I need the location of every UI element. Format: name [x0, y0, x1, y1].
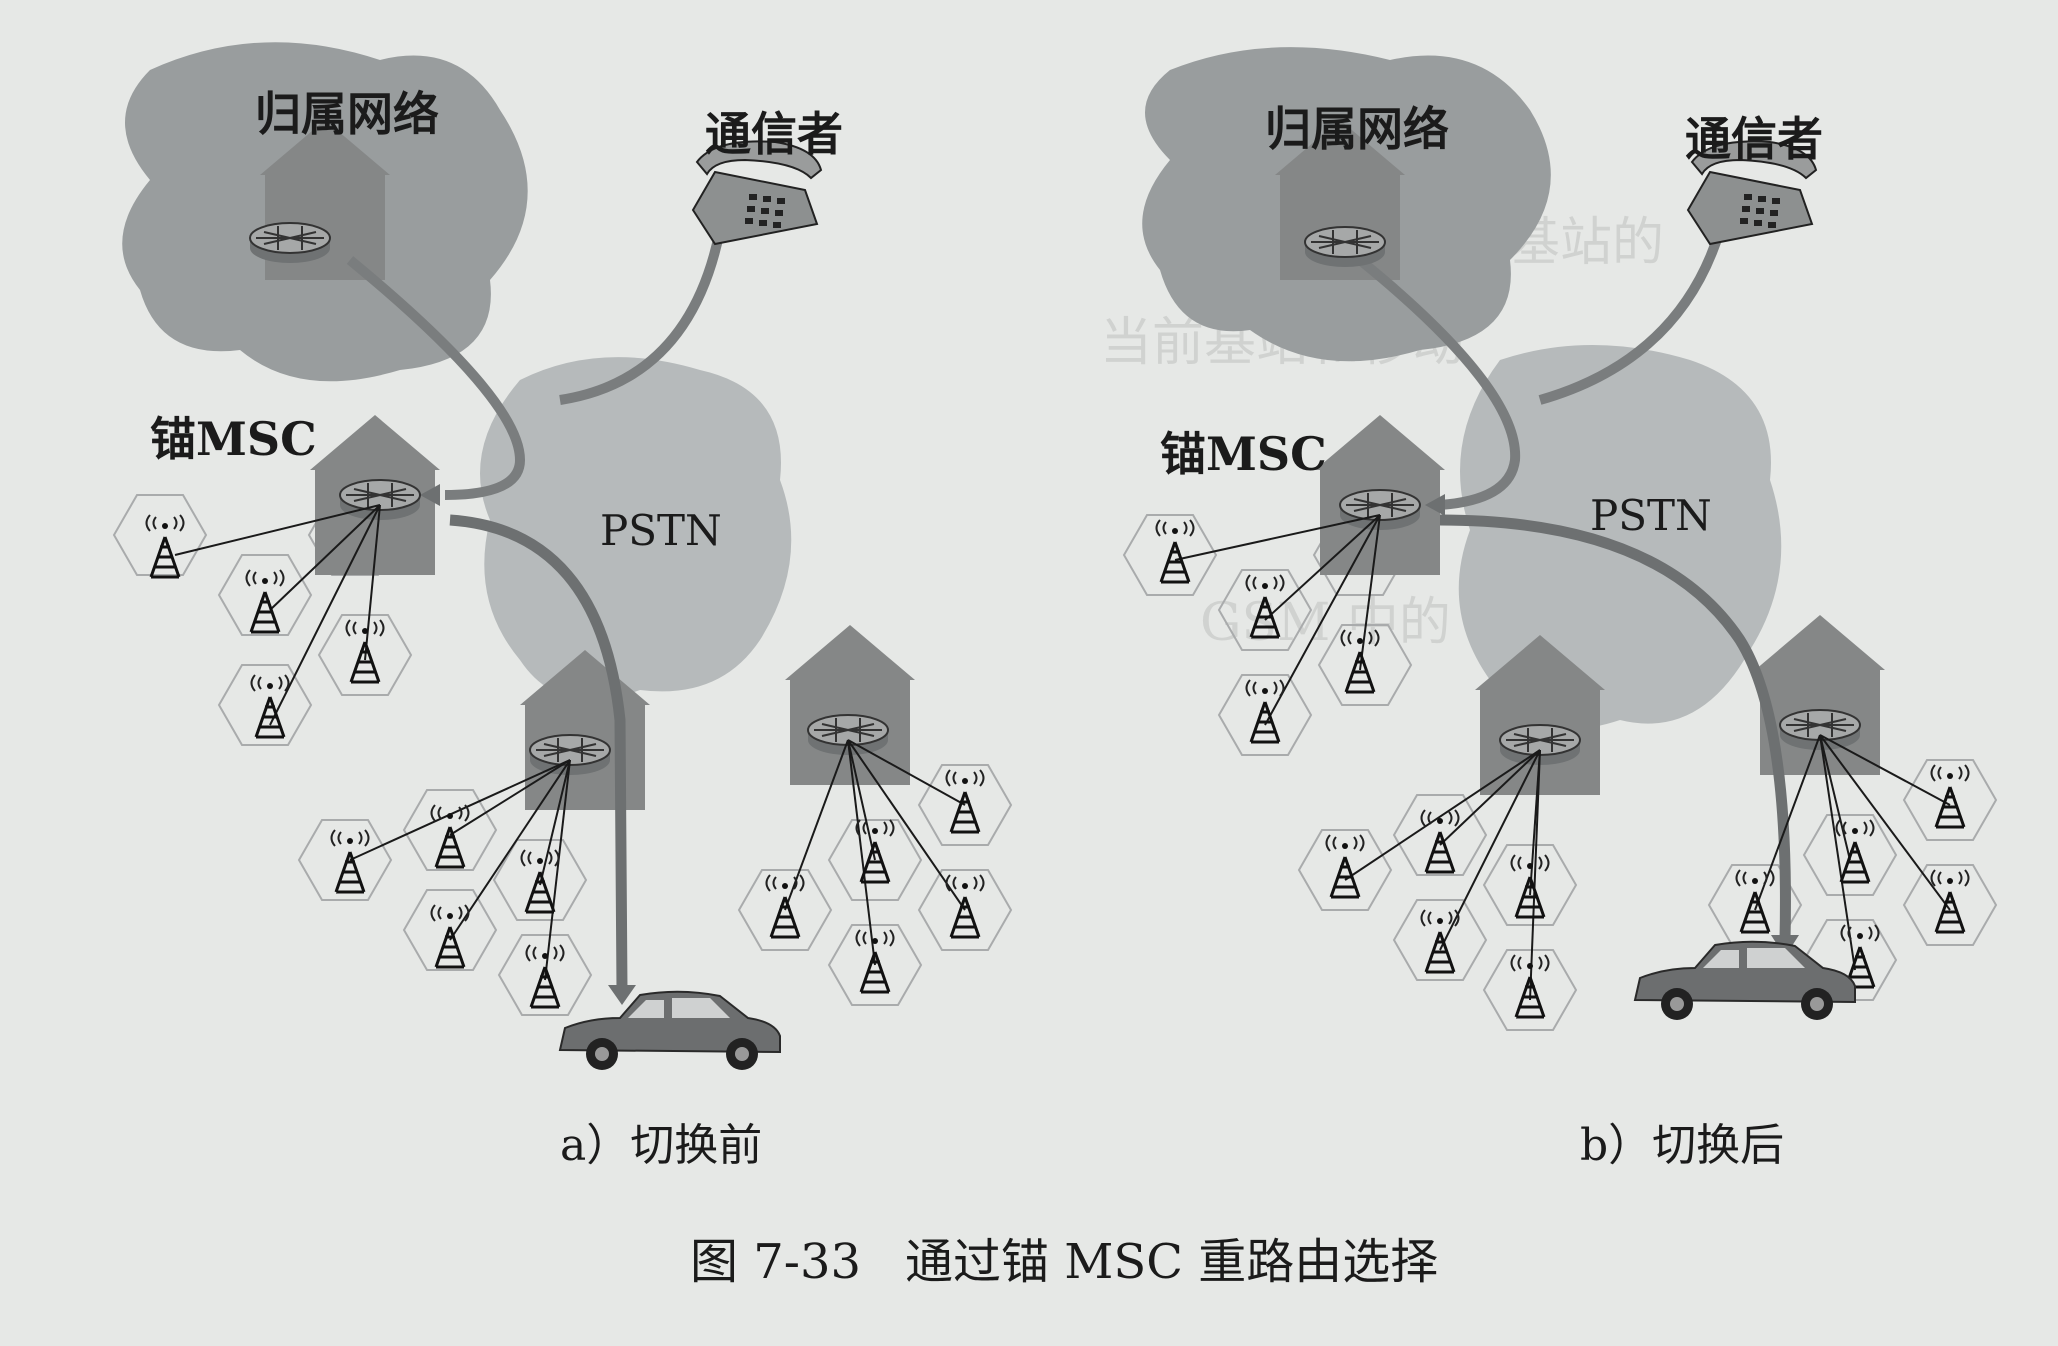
panel-b-caption: b）切换后 [1580, 1120, 1784, 1171]
car-icon [559, 990, 781, 1071]
anchor-to-mobile-path [1439, 514, 1791, 941]
figure-number: 图 7-33 [690, 1234, 861, 1290]
panel-a-caption: a）切换前 [560, 1120, 762, 1171]
correspondent-label: 通信者 [705, 107, 843, 161]
panel-b: 归属网络 通信者 锚MSC PSTN b）切换后 [1123, 47, 1997, 1171]
home-to-anchor-link [346, 256, 526, 500]
anchor-msc-label: 锚MSC [1160, 427, 1327, 481]
figure-title: 通过锚 MSC 重路由选择 [905, 1234, 1438, 1290]
correspondent-to-pstn-link [1538, 228, 1725, 405]
svg-text:GSM 中的: GSM 中的 [1200, 593, 1451, 653]
home-network-label: 归属网络 [255, 87, 439, 141]
pstn-cloud [1458, 345, 1782, 729]
car-icon [1634, 940, 1856, 1021]
panel-a: 归属网络 通信者 锚MSC PSTN a）切换前 [113, 42, 1012, 1171]
cells-right [738, 764, 1012, 1006]
pstn-label: PSTN [1590, 491, 1712, 540]
correspondent-label: 通信者 [1685, 112, 1823, 166]
pstn-label: PSTN [600, 506, 722, 555]
anchor-to-mobile-path [449, 514, 628, 991]
radio-links-b [1174, 514, 1951, 1001]
pstn-cloud [480, 357, 792, 700]
home-to-anchor-link [1356, 256, 1521, 510]
correspondent-to-pstn-link [559, 229, 725, 405]
anchor-msc-label: 锚MSC [150, 412, 317, 466]
home-network-label: 归属网络 [1265, 102, 1449, 156]
